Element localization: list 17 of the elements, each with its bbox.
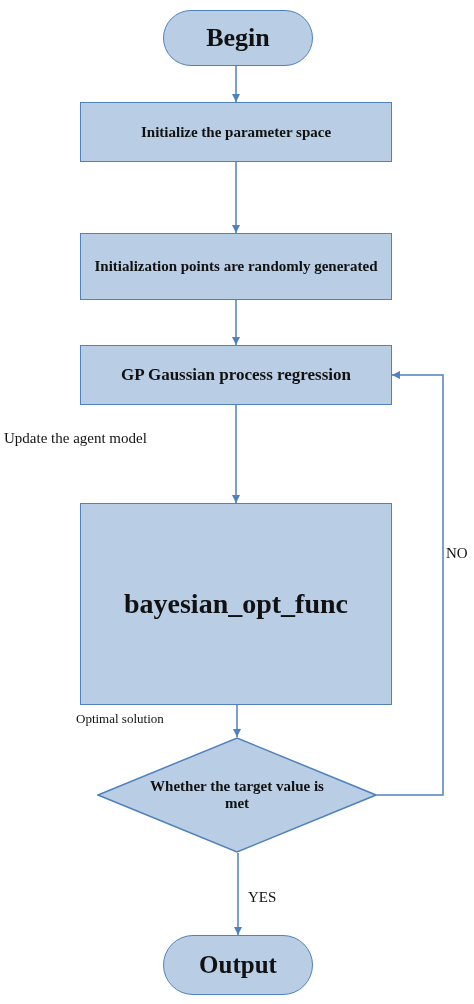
edge-label: YES <box>248 889 277 906</box>
node-text: Initialize the parameter space <box>139 123 333 141</box>
process-box <box>80 102 392 162</box>
note-text: Optimal solution <box>76 711 164 727</box>
node-text: Whether the target value is met <box>149 778 325 812</box>
process-box <box>80 345 392 405</box>
node-text: Initialization points are randomly generated <box>93 258 379 275</box>
node-text: Output <box>198 951 278 979</box>
terminal-shape <box>163 935 313 995</box>
process-box <box>80 233 392 300</box>
node-text: GP Gaussian process regression <box>120 365 352 385</box>
node-text: bayesian_opt_func <box>122 588 349 620</box>
node-text: Begin <box>205 23 271 53</box>
edge-label: NO <box>446 545 468 562</box>
note-text: Update the agent model <box>4 430 147 447</box>
terminal-shape <box>163 10 313 66</box>
process-box <box>80 503 392 705</box>
